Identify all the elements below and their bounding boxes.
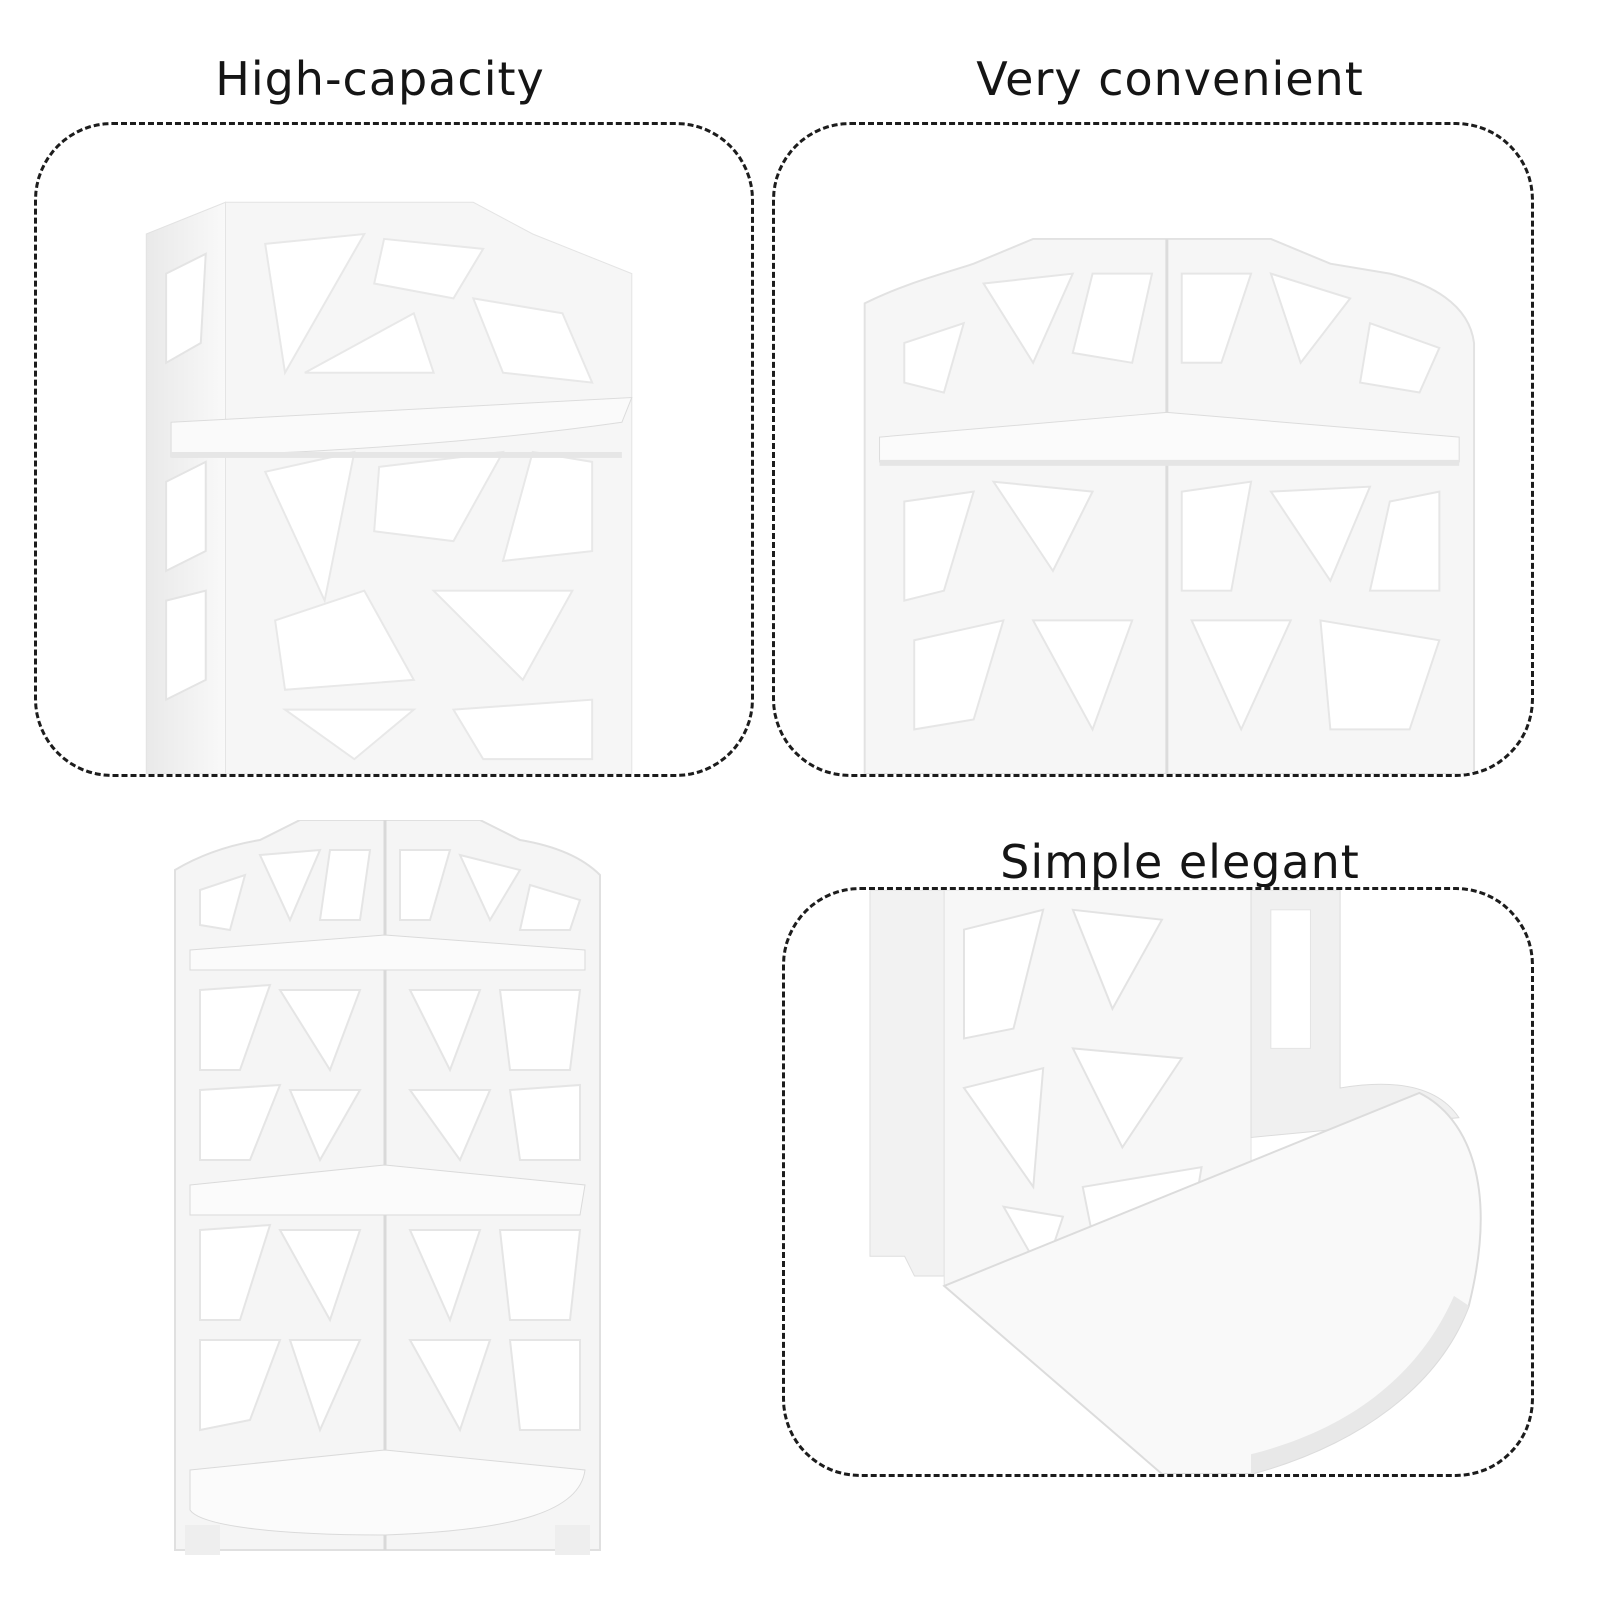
shelf-front-illustration (863, 237, 1476, 774)
detail-frame-high-capacity (34, 122, 754, 777)
shelf-closeup-illustration (145, 201, 633, 774)
shelf-bottom-closeup-illustration (869, 890, 1482, 1474)
full-corner-shelf-illustration (174, 820, 601, 1555)
caption-very-convenient: Very convenient (976, 52, 1364, 106)
detail-frame-simple-elegant (782, 887, 1534, 1477)
detail-frame-very-convenient (772, 122, 1534, 777)
caption-simple-elegant: Simple elegant (1000, 835, 1360, 889)
caption-high-capacity: High-capacity (215, 52, 545, 106)
